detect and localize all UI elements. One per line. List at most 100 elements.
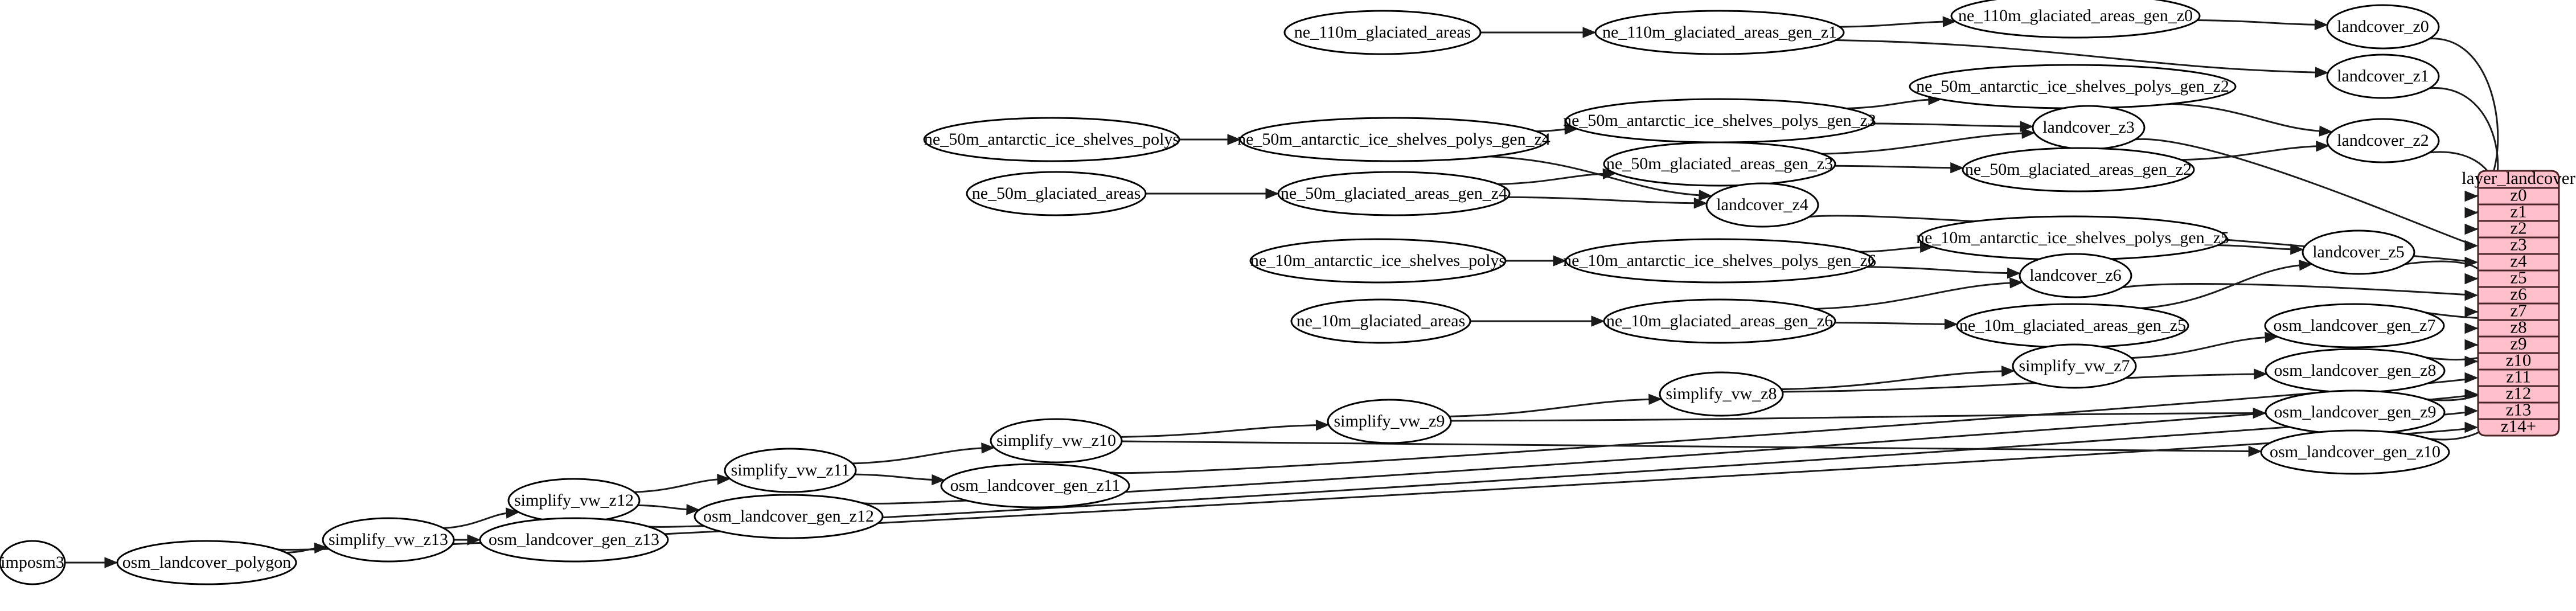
node-ellipse[interactable] (1290, 298, 1471, 344)
graph-node-ne_50m_glaciated_areas_gen_z3[interactable]: ne_50m_glaciated_areas_gen_z3 (1603, 141, 1836, 187)
layer-landcover-table[interactable]: layer_landcoverz0z1z2z3z4z5z6z7z8z9z10z1… (2462, 168, 2576, 437)
node-ellipse[interactable] (2264, 303, 2445, 348)
graph-node-simplify_vw_z8[interactable]: simplify_vw_z8 (1659, 371, 1784, 417)
node-ellipse[interactable] (2302, 229, 2415, 275)
graph-node-osm_landcover_polygon[interactable]: osm_landcover_polygon (116, 540, 297, 585)
node-ellipse[interactable] (1327, 399, 1452, 444)
graph-node-simplify_vw_z9[interactable]: simplify_vw_z9 (1327, 399, 1452, 444)
graph-node-ne_10m_antarctic_ice_shelves_polys[interactable]: ne_10m_antarctic_ice_shelves_polys (1249, 238, 1507, 284)
table-row-z8[interactable]: z8 (2510, 317, 2526, 337)
edge-arrowhead (2319, 125, 2333, 137)
table-row-z7[interactable]: z7 (2510, 301, 2526, 321)
graph-node-landcover_z6[interactable]: landcover_z6 (2019, 253, 2132, 298)
graph-node-landcover_z2[interactable]: landcover_z2 (2326, 118, 2440, 163)
graph-node-ne_50m_glaciated_areas[interactable]: ne_50m_glaciated_areas (966, 171, 1147, 216)
graph-node-landcover_z1[interactable]: landcover_z1 (2326, 54, 2440, 99)
graph-node-ne_110m_glaciated_areas_gen_z0[interactable]: ne_110m_glaciated_areas_gen_z0 (1950, 0, 2201, 39)
table-row-z11[interactable]: z11 (2506, 367, 2531, 387)
node-ellipse[interactable] (2326, 4, 2440, 50)
node-label: landcover_z1 (2337, 67, 2429, 85)
node-ellipse[interactable] (1603, 298, 1836, 344)
node-ellipse[interactable] (1565, 238, 1874, 284)
node-ellipse[interactable] (724, 448, 857, 493)
table-row-z14plus[interactable]: z14+ (2501, 416, 2536, 436)
graph-node-ne_10m_glaciated_areas[interactable]: ne_10m_glaciated_areas (1290, 298, 1471, 344)
node-label: ne_50m_antarctic_ice_shelves_polys (924, 130, 1179, 149)
node-ellipse[interactable] (2012, 343, 2137, 389)
edge-arrowhead (2009, 277, 2024, 289)
node-ellipse[interactable] (1277, 171, 1511, 216)
node-ellipse[interactable] (1950, 0, 2201, 39)
node-ellipse[interactable] (966, 171, 1147, 216)
graph-node-ne_110m_glaciated_areas[interactable]: ne_110m_glaciated_areas (1283, 10, 1482, 55)
table-row-z13[interactable]: z13 (2506, 400, 2532, 420)
node-ellipse[interactable] (990, 418, 1123, 464)
table-row-z3[interactable]: z3 (2510, 235, 2526, 255)
node-ellipse[interactable] (1659, 371, 1784, 417)
graph-node-landcover_z4[interactable]: landcover_z4 (1705, 182, 1819, 228)
table-row-z1[interactable]: z1 (2510, 202, 2526, 222)
graph-node-imposm3[interactable]: imposm3 (0, 540, 66, 585)
edge-to-table-z3 (2135, 138, 2476, 247)
graph-node-ne_50m_antarctic_ice_shelves_polys_gen_z3[interactable]: ne_50m_antarctic_ice_shelves_polys_gen_z… (1563, 98, 1876, 143)
graph-node-landcover_z0[interactable]: landcover_z0 (2326, 4, 2440, 50)
node-ellipse[interactable] (694, 494, 884, 539)
table-row-z5[interactable]: z5 (2510, 268, 2526, 288)
node-ellipse[interactable] (2326, 54, 2440, 99)
node-ellipse[interactable] (2019, 253, 2132, 298)
graph-node-simplify_vw_z7[interactable]: simplify_vw_z7 (2012, 343, 2137, 389)
node-label: osm_landcover_gen_z7 (2274, 316, 2436, 335)
node-label: imposm3 (1, 553, 64, 572)
graph-node-ne_10m_antarctic_ice_shelves_polys_gen_z6[interactable]: ne_10m_antarctic_ice_shelves_polys_gen_z… (1563, 238, 1876, 284)
graph-node-osm_landcover_gen_z10[interactable]: osm_landcover_gen_z10 (2260, 429, 2450, 475)
graph-node-ne_50m_antarctic_ice_shelves_polys_gen_z2[interactable]: ne_50m_antarctic_ice_shelves_polys_gen_z… (1909, 64, 2237, 109)
graph-node-osm_landcover_gen_z11[interactable]: osm_landcover_gen_z11 (940, 463, 1130, 509)
node-ellipse[interactable] (1249, 238, 1507, 284)
table-row-z6[interactable]: z6 (2510, 284, 2526, 304)
graph-node-osm_landcover_gen_z7[interactable]: osm_landcover_gen_z7 (2264, 303, 2445, 348)
table-row-z10[interactable]: z10 (2506, 350, 2532, 370)
graph-node-simplify_vw_z12[interactable]: simplify_vw_z12 (507, 478, 641, 523)
graph-node-ne_50m_glaciated_areas_gen_z4[interactable]: ne_50m_glaciated_areas_gen_z4 (1277, 171, 1511, 216)
graph-node-osm_landcover_gen_z13[interactable]: osm_landcover_gen_z13 (479, 517, 669, 563)
graph-node-simplify_vw_z11[interactable]: simplify_vw_z11 (724, 448, 857, 493)
graph-node-ne_50m_antarctic_ice_shelves_polys[interactable]: ne_50m_antarctic_ice_shelves_polys (923, 117, 1180, 162)
node-ellipse[interactable] (2326, 118, 2440, 163)
graph-node-ne_50m_antarctic_ice_shelves_polys_gen_z4[interactable]: ne_50m_antarctic_ice_shelves_polys_gen_z… (1237, 117, 1550, 162)
node-ellipse[interactable] (1603, 141, 1836, 187)
edge-arrowhead (314, 542, 328, 554)
node-ellipse[interactable] (1283, 10, 1482, 55)
table-row-z2[interactable]: z2 (2510, 218, 2526, 238)
graph-node-landcover_z3[interactable]: landcover_z3 (2032, 105, 2146, 150)
table-row-z9[interactable]: z9 (2510, 334, 2526, 354)
table-row-z4[interactable]: z4 (2510, 251, 2527, 271)
node-label: landcover_z2 (2337, 131, 2429, 150)
graph-node-osm_landcover_gen_z8[interactable]: osm_landcover_gen_z8 (2265, 348, 2446, 393)
graph-node-osm_landcover_gen_z9[interactable]: osm_landcover_gen_z9 (2265, 389, 2446, 435)
node-ellipse[interactable] (1962, 147, 2195, 192)
graph-node-ne_110m_glaciated_areas_gen_z1[interactable]: ne_110m_glaciated_areas_gen_z1 (1594, 10, 1845, 55)
graph-node-ne_50m_glaciated_areas_gen_z2[interactable]: ne_50m_glaciated_areas_gen_z2 (1962, 147, 2195, 192)
node-ellipse[interactable] (1239, 117, 1549, 162)
node-ellipse[interactable] (923, 117, 1180, 162)
graph-node-landcover_z5[interactable]: landcover_z5 (2302, 229, 2415, 275)
edge-arrowhead (2464, 372, 2479, 384)
graph-node-ne_10m_antarctic_ice_shelves_polys_gen_z5[interactable]: ne_10m_antarctic_ice_shelves_polys_gen_z… (1916, 215, 2229, 261)
node-ellipse[interactable] (1594, 10, 1845, 55)
node-ellipse[interactable] (116, 540, 297, 585)
graph-node-simplify_vw_z10[interactable]: simplify_vw_z10 (990, 418, 1123, 464)
graph-node-osm_landcover_gen_z12[interactable]: osm_landcover_gen_z12 (694, 494, 884, 539)
edge-arrowhead (1693, 198, 1708, 209)
node-ellipse[interactable] (0, 540, 66, 585)
node-ellipse[interactable] (479, 517, 669, 563)
graph-node-ne_10m_glaciated_areas_gen_z5[interactable]: ne_10m_glaciated_areas_gen_z5 (1956, 303, 2189, 348)
node-ellipse[interactable] (322, 517, 455, 563)
graph-node-ne_10m_glaciated_areas_gen_z6[interactable]: ne_10m_glaciated_areas_gen_z6 (1603, 298, 1836, 344)
node-ellipse[interactable] (940, 463, 1130, 509)
node-ellipse[interactable] (2260, 429, 2450, 475)
edge-ne_50m_glaciated_areas_gen_z3--landcover_z3 (1822, 132, 2027, 155)
graph-node-simplify_vw_z13[interactable]: simplify_vw_z13 (322, 517, 455, 563)
table-row-z0[interactable]: z0 (2510, 185, 2526, 205)
node-ellipse[interactable] (1705, 182, 1819, 228)
table-row-z12[interactable]: z12 (2506, 383, 2532, 403)
